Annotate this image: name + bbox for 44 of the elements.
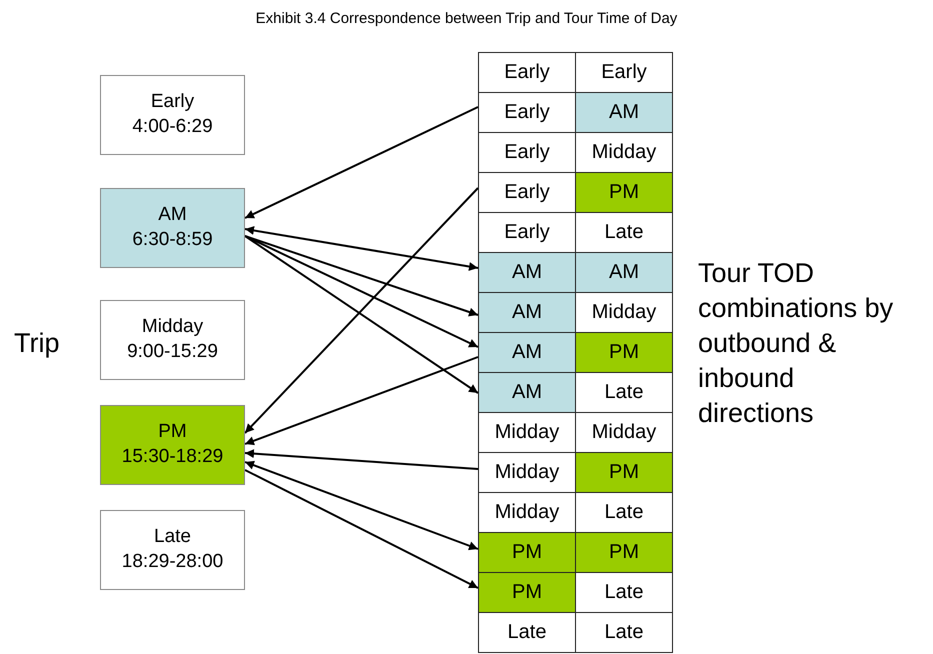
table-cell: Late xyxy=(575,612,673,653)
arrow xyxy=(244,460,478,550)
table-cell: AM xyxy=(478,292,576,333)
arrow xyxy=(244,469,478,589)
arrow xyxy=(244,235,478,316)
table-cell: PM xyxy=(575,532,673,573)
table-cell: AM xyxy=(478,372,576,413)
table-cell: PM xyxy=(478,572,576,613)
period-name: AM xyxy=(158,203,187,228)
axis-label: Trip xyxy=(14,327,60,360)
table-cell: PM xyxy=(575,452,673,493)
table-cell: AM xyxy=(575,92,673,133)
arrow xyxy=(244,235,478,348)
table-cell: AM xyxy=(575,252,673,293)
time-range: 9:00-15:29 xyxy=(127,340,218,364)
table-cell: PM xyxy=(478,532,576,573)
time-range: 18:29-28:00 xyxy=(122,550,224,574)
arrow xyxy=(244,226,478,271)
period-name: Late xyxy=(154,525,191,550)
time-range: 15:30-18:29 xyxy=(122,445,224,469)
time-period-box xyxy=(100,300,245,380)
arrow xyxy=(244,449,478,470)
table-cell: AM xyxy=(478,332,576,373)
table-cell: Late xyxy=(478,612,576,653)
side-note: Tour TOD combinations by outbound & inbound directions xyxy=(698,257,894,430)
arrow xyxy=(244,106,478,219)
time-period-box xyxy=(100,75,245,155)
time-range: 6:30-8:59 xyxy=(132,228,213,252)
table-cell: AM xyxy=(478,252,576,293)
time-range: 4:00-6:29 xyxy=(132,115,213,139)
time-period-box xyxy=(100,405,245,485)
table-cell: Early xyxy=(478,52,576,93)
arrow xyxy=(244,235,479,394)
title: Exhibit 3.4 Correspondence between Trip and Tour Time of Day xyxy=(254,10,678,27)
period-name: PM xyxy=(158,420,187,444)
period-name: Midday xyxy=(142,315,204,340)
arrow xyxy=(244,356,478,446)
arrow xyxy=(244,187,479,434)
table-cell: Early xyxy=(575,52,673,93)
period-name: Early xyxy=(150,90,194,114)
time-period-box xyxy=(100,188,245,268)
time-period-box xyxy=(100,510,245,590)
table-cell: PM xyxy=(575,332,673,373)
table-cell: PM xyxy=(575,172,673,213)
